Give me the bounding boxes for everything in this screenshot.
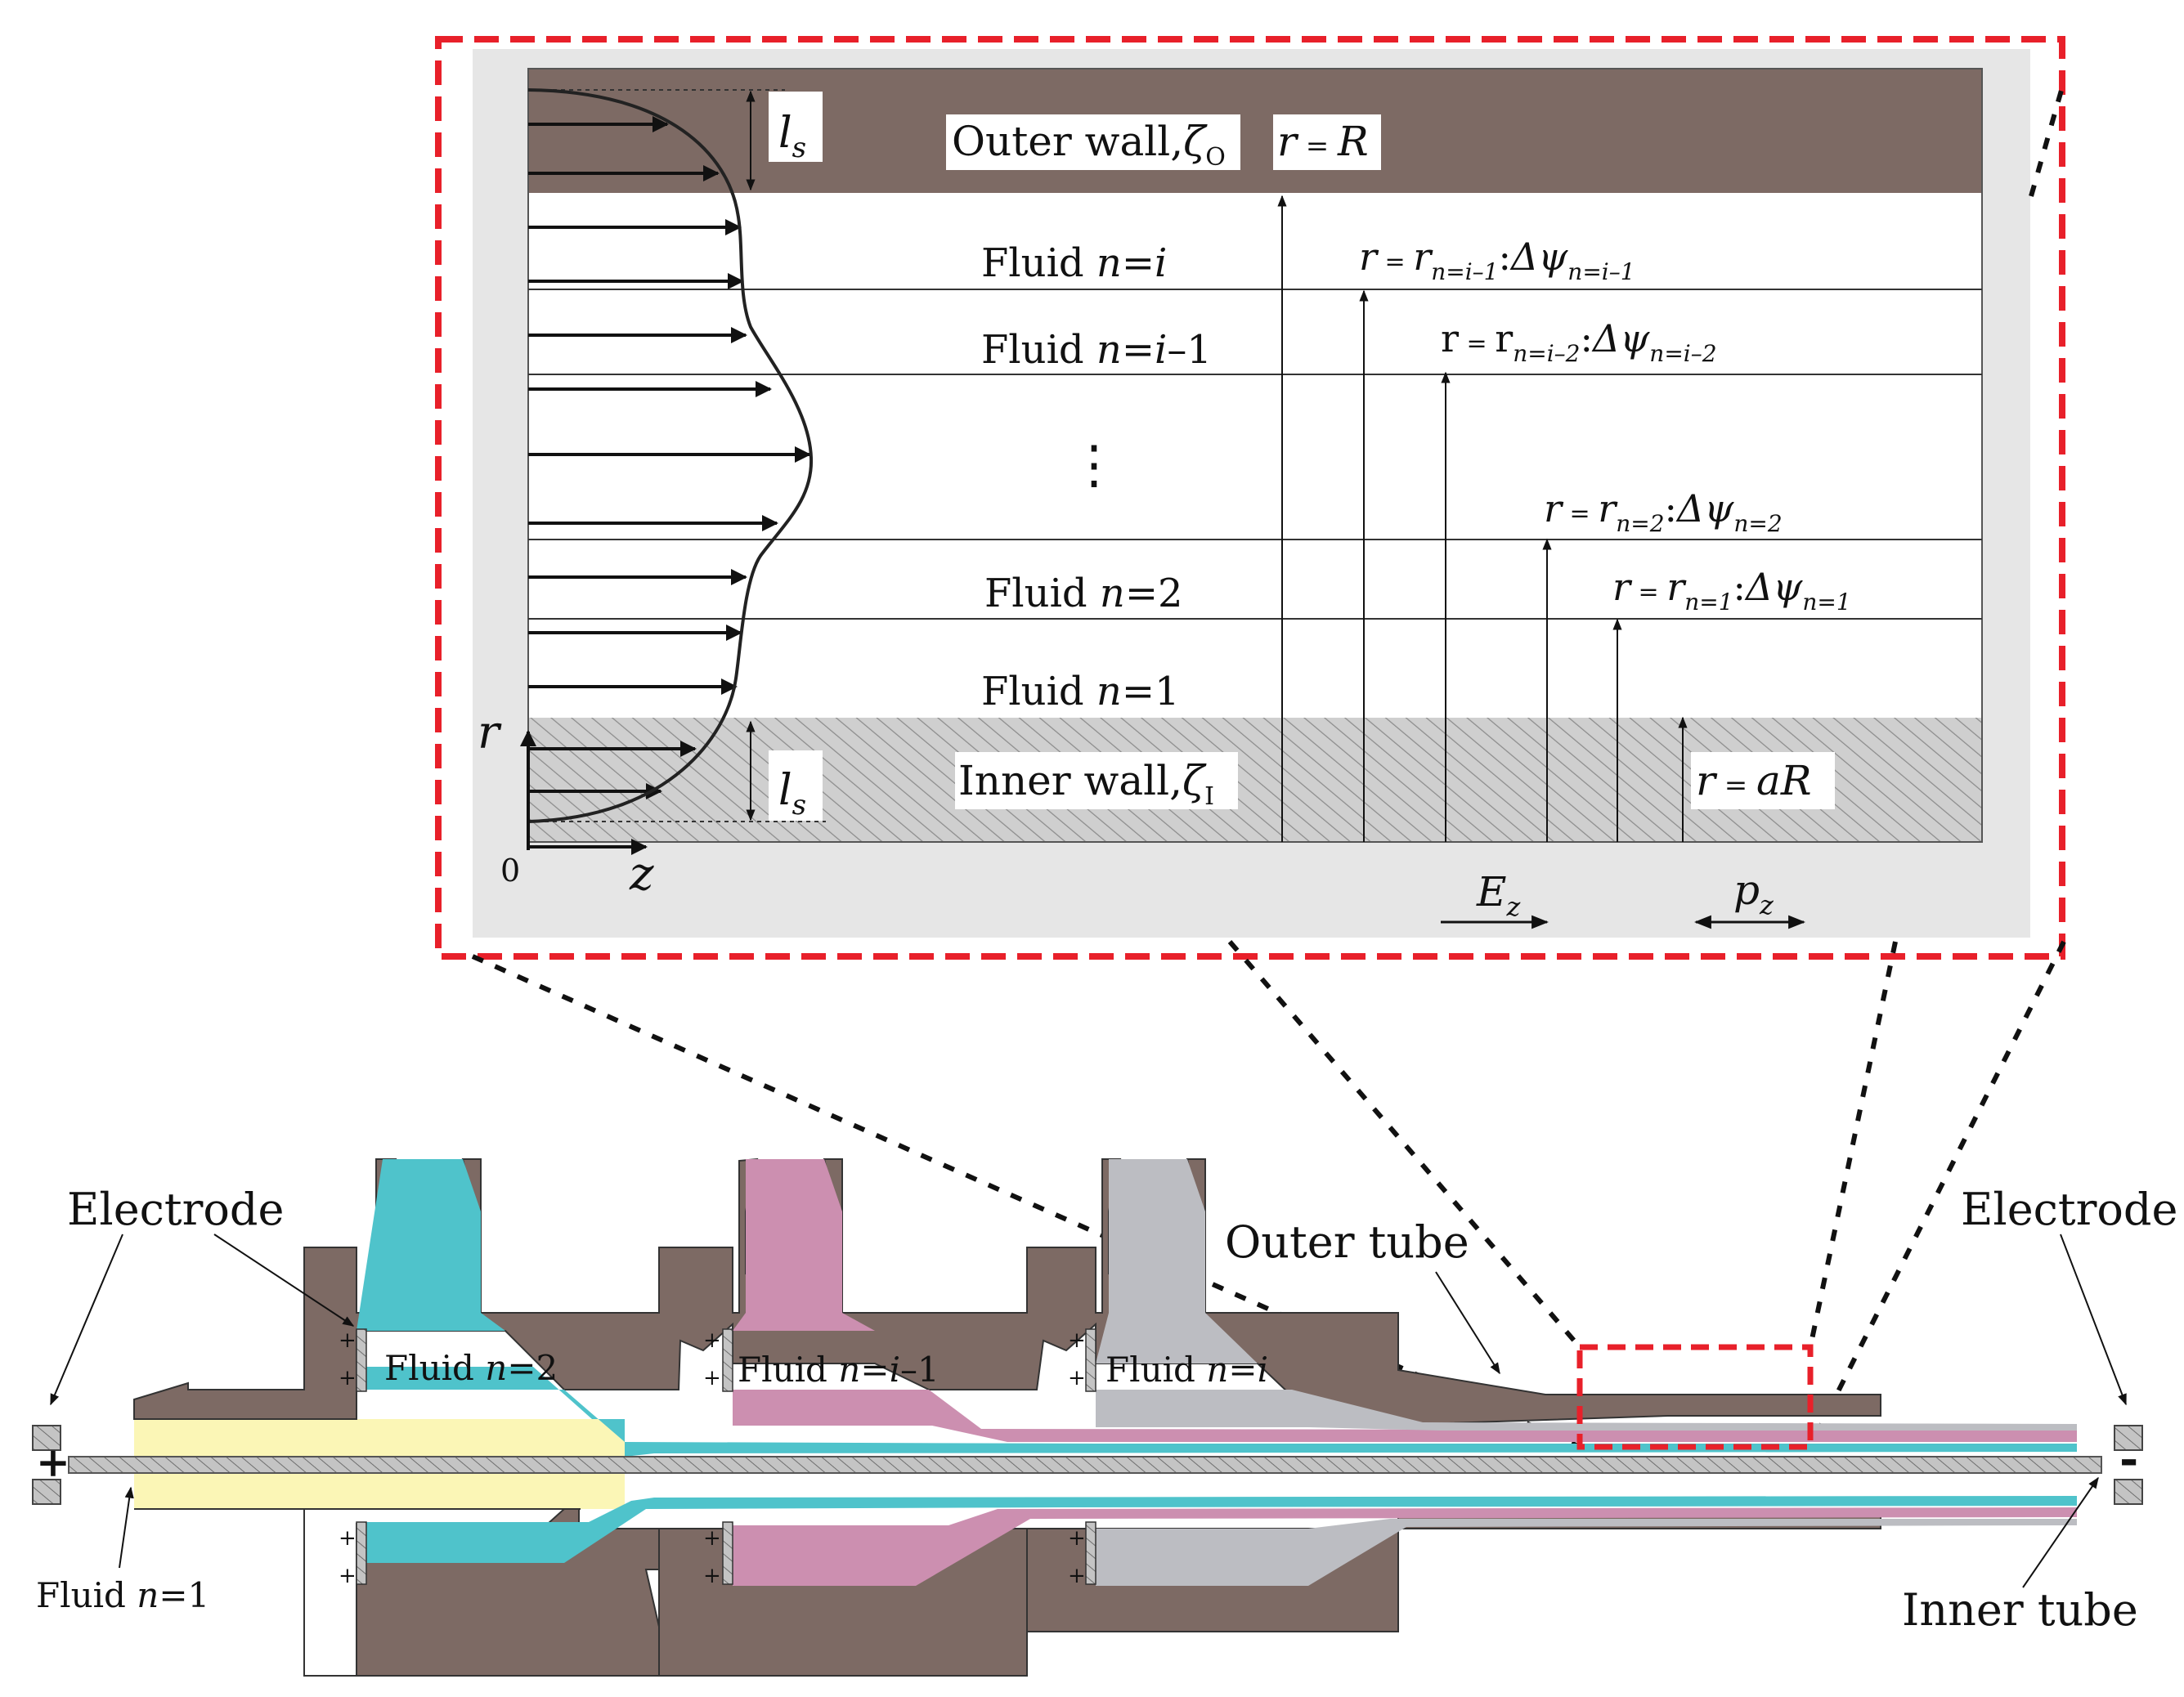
slip-dim-bottom: ls (746, 720, 823, 822)
device: + - + + + + + + + + + + + + Fluid n=2 Fl… (32, 1157, 2143, 1677)
r-equals-R-label: r = R (1277, 118, 1369, 165)
interface-label-1: r = rn=1:Δψn=1 (1612, 565, 1851, 616)
minus-terminal: - (2119, 1432, 2138, 1486)
charge-signs: + + + + + + + + + + + + (339, 1328, 1086, 1588)
electrode-pointer-left (50, 1234, 123, 1406)
charge-sign: + (339, 1564, 357, 1588)
ez-label: Ez (1476, 868, 1522, 922)
inner-tube (68, 1456, 2102, 1474)
origin-label: 0 (500, 853, 520, 889)
fluid-1-pointer (119, 1486, 134, 1569)
electrode-label-right: Electrode (1961, 1184, 2177, 1235)
fluid-i-1-region (733, 1159, 2077, 1442)
outer-wall-label: Outer wall,ζO (952, 118, 1226, 172)
velocity-profile (527, 88, 814, 823)
fluid-1-label: Fluid n=1 (36, 1575, 209, 1615)
z-axis-label: z (629, 848, 654, 901)
velocity-arrows (528, 116, 811, 799)
charge-sign: + (1068, 1564, 1086, 1588)
pz-label: pz (1733, 866, 1774, 920)
electrode-left-top (32, 1425, 61, 1451)
chamber-label-n-2: Fluid n=2 (384, 1348, 558, 1388)
radius-arrows (1277, 195, 1688, 842)
inner-tube-label: Inner tube (1902, 1584, 2138, 1636)
outer-wall (528, 69, 1982, 193)
chamber-label-n-i: Fluid n=i (1105, 1350, 1268, 1390)
charge-sign: + (339, 1366, 357, 1390)
electrode-pointer-right (2060, 1234, 2127, 1406)
zoom-connector (1227, 940, 1582, 1349)
fluid-label-n-i-1: Fluid n=i–1 (981, 327, 1212, 373)
zoom-connector (1808, 941, 1898, 1348)
slip-length-label: ls (778, 109, 806, 164)
charge-sign: + (1068, 1366, 1086, 1390)
outer-tube-pointer (1435, 1271, 1500, 1375)
interface-label-2: r = rn=2:Δψn=2 (1544, 486, 1783, 537)
fluid-label-n-2: Fluid n=2 (984, 571, 1183, 616)
zoom-connector (2029, 81, 2066, 197)
zoom-connector (1808, 940, 2066, 1448)
fluid-2-region (357, 1496, 2077, 1563)
electrode-pointer-left-wall (213, 1234, 355, 1327)
interface-label-i-2: r = rn=i–2:Δψn=i–2 (1441, 316, 1717, 367)
electrode-right-top (2114, 1425, 2143, 1451)
electrode-right-bottom (2114, 1479, 2143, 1505)
slip-dim-top: ls (746, 90, 823, 191)
charged-wall (1085, 1328, 1096, 1392)
fluid-1-region (134, 1419, 625, 1457)
inner-wall-label: Inner wall,ζI (958, 757, 1214, 811)
electrode-label-left: Electrode (67, 1184, 284, 1235)
charged-walls (356, 1328, 1096, 1585)
charge-sign: + (703, 1328, 721, 1353)
outer-tube-label: Outer tube (1225, 1216, 1469, 1268)
charge-sign: + (703, 1564, 721, 1588)
fluid-i-region (1096, 1159, 2077, 1431)
chamber-label-n-i-1: Fluid n=i–1 (738, 1350, 940, 1390)
inset-panel: r z 0 ls ls Outer wall,ζO r = R Inner wa… (435, 36, 2065, 960)
charge-sign: + (339, 1328, 357, 1353)
charge-sign: + (703, 1366, 721, 1390)
plus-terminal: + (36, 1438, 70, 1486)
fluid-label-n-i: Fluid n=i (981, 240, 1167, 286)
charged-wall (722, 1521, 733, 1585)
charged-wall (356, 1328, 367, 1392)
inner-tube-pointer (2022, 1476, 2099, 1588)
electrode-left-bottom (32, 1479, 61, 1505)
charged-wall (356, 1521, 367, 1585)
charged-wall (1085, 1521, 1096, 1585)
fluid-label-n-1: Fluid n=1 (981, 669, 1180, 714)
interface-lines (528, 289, 1982, 620)
r-axis-label: r (478, 706, 502, 759)
charge-sign: + (703, 1526, 721, 1551)
fluid-i-1-region (733, 1507, 2077, 1586)
r-equals-aR-label: r = aR (1696, 757, 1811, 804)
zoom-region-box (1576, 1344, 1814, 1450)
charge-sign: + (1068, 1328, 1086, 1353)
interface-label-i-1: r = rn=i–1:Δψn=i–1 (1359, 235, 1635, 285)
charged-wall (722, 1328, 733, 1392)
slip-length-label: ls (778, 766, 806, 822)
ellipsis: ⋮ (1068, 435, 1120, 495)
fluid-1-region (134, 1471, 625, 1509)
charge-sign: + (1068, 1526, 1086, 1551)
zoom-frame (435, 36, 2065, 960)
fluid-i-region (1096, 1519, 2077, 1586)
charge-sign: + (339, 1526, 357, 1551)
